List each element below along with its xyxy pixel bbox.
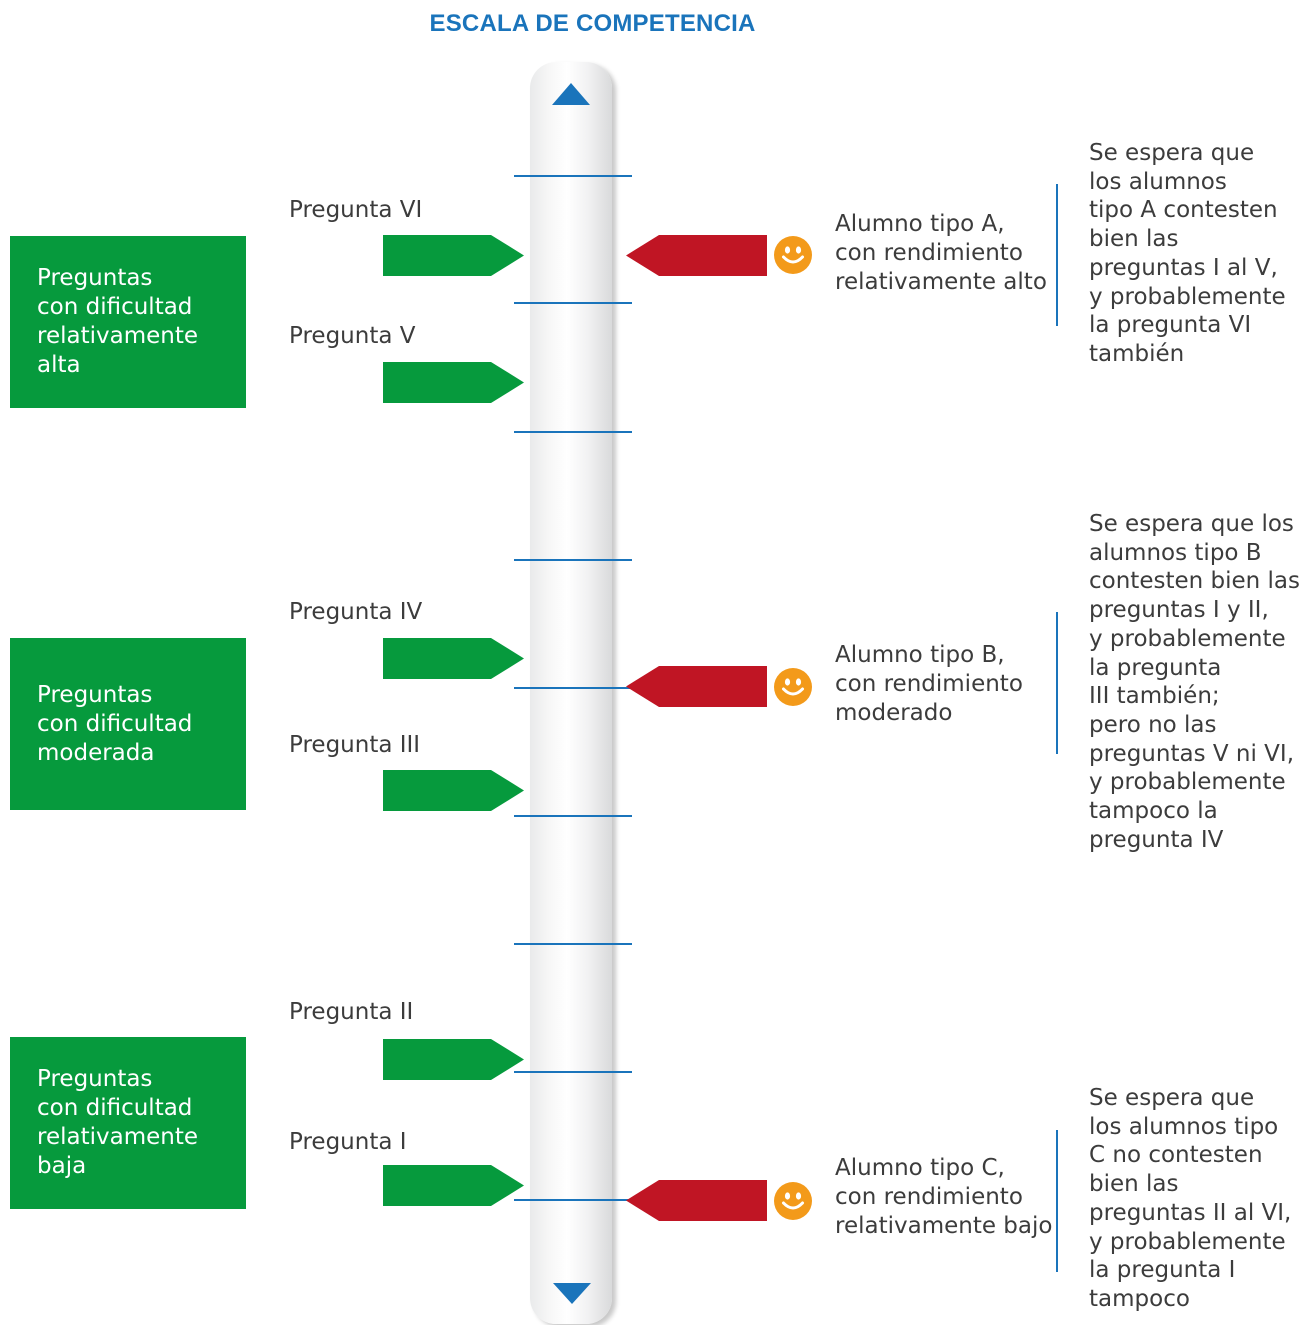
- explanation-line: y probablemente: [1089, 769, 1286, 796]
- explanation-a: Se espera que los alumnos tipo A contest…: [1089, 139, 1286, 369]
- separator-line: [1056, 612, 1058, 754]
- explanation-line: Se espera que: [1089, 140, 1255, 166]
- scale-tick: [514, 1199, 632, 1201]
- question-arrow: [383, 362, 524, 403]
- scale-title: ESCALA DE COMPETENCIA: [429, 10, 756, 37]
- explanation-line: C no contesten: [1089, 1142, 1263, 1169]
- student-label-line: con rendimiento: [835, 671, 1023, 697]
- question-label: Pregunta III: [289, 732, 421, 758]
- explanation-line: la pregunta VI: [1089, 312, 1252, 339]
- scale-tick: [514, 175, 632, 177]
- question-arrow: [383, 1039, 524, 1080]
- category-line: relativamente: [37, 1124, 198, 1150]
- category-line: con dificultad: [37, 1095, 193, 1121]
- student-label-c: Alumno tipo C, con rendimiento relativam…: [835, 1154, 1052, 1241]
- question-arrow: [383, 1165, 524, 1206]
- explanation-line: Se espera que los: [1089, 511, 1294, 537]
- explanation-line: la pregunta I: [1089, 1257, 1236, 1284]
- student-label-line: Alumno tipo B,: [835, 642, 1005, 668]
- explanation-line: y probablemente: [1089, 1228, 1286, 1255]
- student-label-line: relativamente alto: [835, 269, 1047, 295]
- category-line: Preguntas: [37, 1066, 153, 1092]
- category-line: relativamente: [37, 323, 198, 349]
- student-arrow: [626, 235, 767, 276]
- category-box-moderate: Preguntas con dificultad moderada: [10, 638, 246, 810]
- category-line: Preguntas: [37, 265, 153, 291]
- question-arrow: [383, 638, 524, 679]
- scale-tick: [514, 302, 632, 304]
- explanation-line: tampoco la: [1089, 798, 1218, 825]
- explanation-line: bien las: [1089, 226, 1179, 253]
- scale-tick: [514, 687, 632, 689]
- explanation-line: bien las: [1089, 1171, 1179, 1198]
- student-label-line: Alumno tipo C,: [835, 1155, 1005, 1181]
- explanation-line: preguntas I al V,: [1089, 254, 1278, 281]
- student-arrow: [626, 666, 767, 707]
- category-line: Preguntas: [37, 681, 153, 708]
- student-label-line: relativamente bajo: [835, 1213, 1053, 1239]
- question-label: Pregunta V: [289, 323, 416, 349]
- triangle-down-icon: [553, 1283, 591, 1304]
- category-line: moderada: [37, 739, 155, 766]
- explanation-line: alumnos tipo B: [1089, 539, 1262, 566]
- explanation-c: Se espera que los alumnos tipo C no cont…: [1089, 1084, 1291, 1314]
- explanation-line: y probablemente: [1089, 283, 1286, 310]
- student-label-b: Alumno tipo B, con rendimiento moderado: [835, 641, 1023, 728]
- explanation-line: los alumnos: [1089, 168, 1227, 195]
- explanation-line: tipo A contesten: [1089, 197, 1278, 224]
- category-line: con dificultad: [37, 710, 193, 737]
- explanation-line: III también;: [1089, 683, 1220, 710]
- question-label: Pregunta I: [289, 1129, 407, 1155]
- explanation-line: pregunta IV: [1089, 826, 1224, 853]
- explanation-line: preguntas V ni VI,: [1089, 740, 1295, 767]
- explanation-line: preguntas II al VI,: [1089, 1199, 1292, 1226]
- scale-tick: [514, 1071, 632, 1073]
- explanation-line: pero no las: [1089, 711, 1217, 738]
- separator-line: [1056, 1130, 1058, 1272]
- category-line: baja: [37, 1153, 87, 1179]
- explanation-line: contesten bien las: [1089, 568, 1300, 595]
- category-line: con dificultad: [37, 294, 193, 320]
- explanation-line: Se espera que: [1089, 1085, 1255, 1111]
- explanation-line: también: [1089, 340, 1185, 367]
- student-label-line: con rendimiento: [835, 1184, 1023, 1210]
- scale-tick: [514, 943, 632, 945]
- competence-scale-bar: [530, 62, 612, 1324]
- question-arrow: [383, 235, 524, 276]
- category-box-low: Preguntas con dificultad relativamente b…: [10, 1037, 246, 1209]
- explanation-line: preguntas I y II,: [1089, 597, 1269, 624]
- smiley-icon: [774, 668, 812, 706]
- smiley-icon: [774, 236, 812, 274]
- scale-tick: [514, 559, 632, 561]
- student-label-a: Alumno tipo A, con rendimiento relativam…: [835, 210, 1047, 297]
- explanation-line: y probablemente: [1089, 625, 1286, 652]
- explanation-b: Se espera que los alumnos tipo B contest…: [1089, 510, 1300, 854]
- explanation-line: tampoco: [1089, 1285, 1190, 1312]
- explanation-line: la pregunta: [1089, 654, 1222, 681]
- separator-line: [1056, 184, 1058, 326]
- question-label: Pregunta II: [289, 999, 414, 1025]
- question-label: Pregunta IV: [289, 599, 423, 625]
- explanation-line: los alumnos tipo: [1089, 1113, 1279, 1140]
- student-arrow: [626, 1180, 767, 1221]
- student-label-line: Alumno tipo A,: [835, 211, 1005, 237]
- triangle-up-icon: [552, 83, 590, 105]
- scale-tick: [514, 815, 632, 817]
- category-line: alta: [37, 352, 81, 378]
- student-label-line: con rendimiento: [835, 240, 1023, 266]
- category-box-high: Preguntas con dificultad relativamente a…: [10, 236, 246, 408]
- question-arrow: [383, 770, 524, 811]
- student-label-line: moderado: [835, 700, 953, 726]
- question-label: Pregunta VI: [289, 197, 423, 223]
- scale-tick: [514, 431, 632, 433]
- smiley-icon: [774, 1182, 812, 1220]
